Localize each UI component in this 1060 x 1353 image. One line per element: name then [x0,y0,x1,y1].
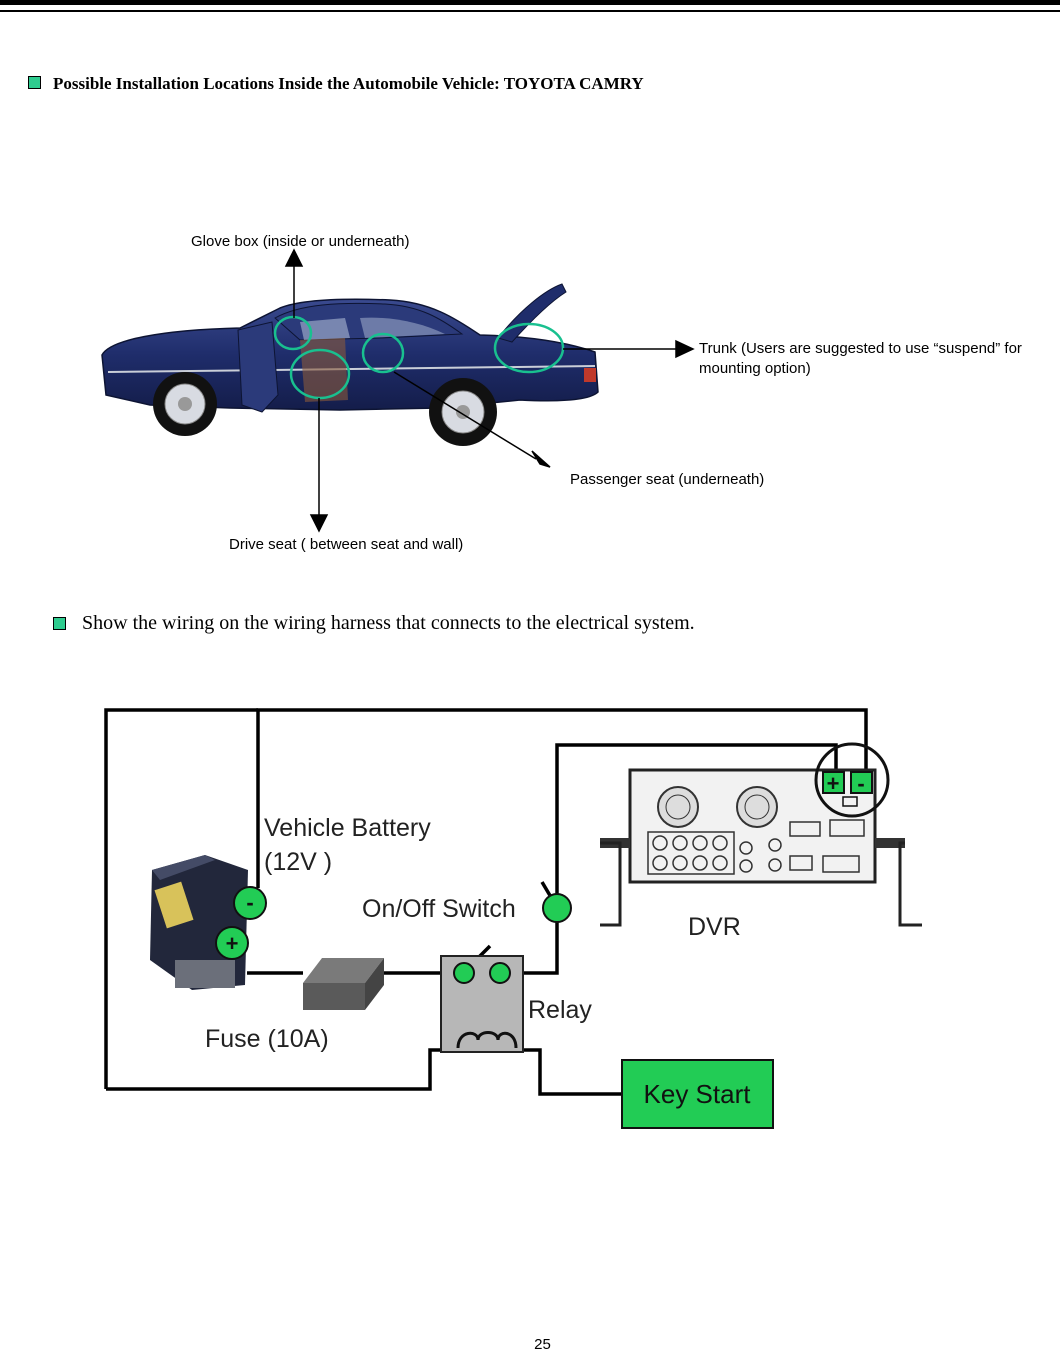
section2-bullet [53,617,66,630]
battery-negative-label: - [246,890,253,915]
page-number: 25 [534,1336,551,1353]
dvr-icon: + - [600,742,922,927]
top-rule-thin [0,10,1060,12]
glove-box-arrow [284,248,304,267]
battery-icon: - + [150,855,267,990]
on-off-switch-icon [542,893,572,923]
rear-wheel [429,378,497,446]
callout-glove-box: Glove box (inside or underneath) [191,233,410,250]
drive-seat-arrow [309,514,329,533]
callout-trunk-line2: mounting option) [699,360,811,377]
trunk-arrow [675,339,695,359]
passenger-seat-leader [393,371,537,460]
battery-positive-label: + [226,931,239,956]
section2-heading: Show the wiring on the wiring harness th… [82,612,695,634]
callout-drive-seat: Drive seat ( between seat and wall) [229,536,464,553]
passenger-seat-highlight [361,332,405,374]
battery-voltage-label: (12V ) [264,848,332,876]
front-wheel [153,372,217,436]
key-start-box [621,1059,774,1129]
dvr-negative-terminal [850,771,873,794]
on-off-switch-label: On/Off Switch [362,895,516,923]
wiring-diagram: - + Vehicle Battery (12V ) On/Off Switch… [104,708,922,1129]
callout-passenger-seat: Passenger seat (underneath) [570,471,765,488]
trunk-highlight [493,322,565,374]
top-rule-thick [0,0,1060,5]
dvr-positive-label: + [827,771,840,796]
passenger-seat-arrow [531,450,551,468]
glove-box-highlight [273,315,313,351]
battery-negative-terminal [233,886,267,920]
relay-label: Relay [528,996,592,1024]
key-start-label: Key Start [644,1079,752,1109]
callout-trunk-line1: Trunk (Users are suggested to use “suspe… [699,340,1022,357]
dvr-positive-terminal [822,771,845,794]
relay-icon [440,955,524,1053]
wires [104,708,868,1096]
fuse-icon [303,958,384,1010]
section1-bullet [28,76,41,89]
drive-seat-highlight [289,348,351,400]
dvr-label: DVR [688,913,741,941]
section1-heading: Possible Installation Locations Inside t… [53,74,644,93]
battery-positive-terminal [215,926,249,960]
vehicle-battery-label: Vehicle Battery [264,814,431,842]
fuse-label: Fuse (10A) [205,1025,329,1053]
dvr-negative-label: - [857,771,864,796]
car-illustration [101,248,695,533]
